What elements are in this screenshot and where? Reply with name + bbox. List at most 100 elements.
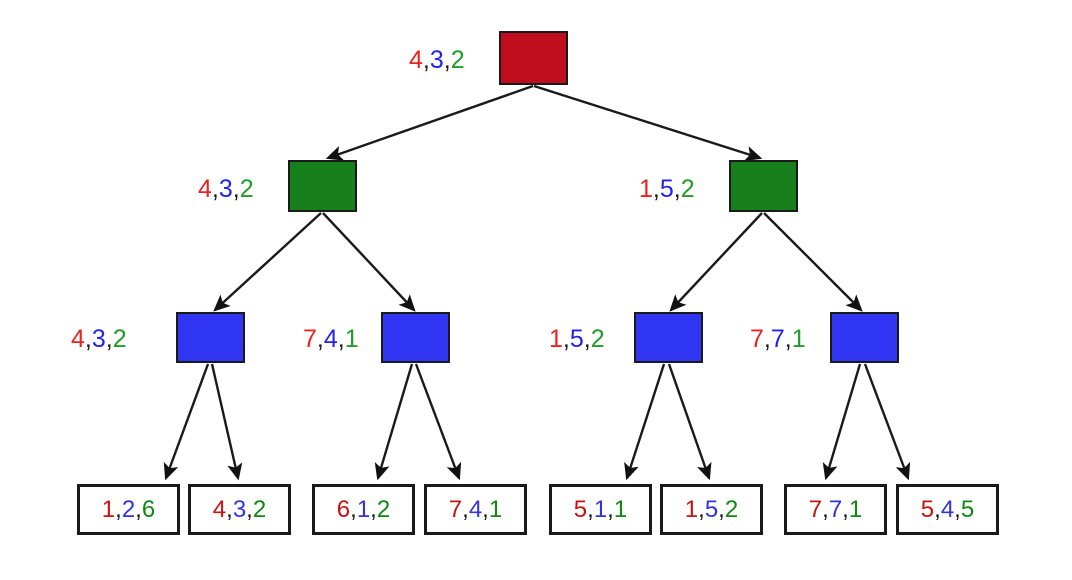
tree-node-root[interactable] <box>499 31 568 85</box>
label-separator: , <box>607 495 614 523</box>
label-component-blue: 4 <box>468 495 483 523</box>
label-separator: , <box>115 495 122 523</box>
tree-node-b-2[interactable] <box>381 312 450 363</box>
edge-g-r-to-b-3 <box>669 212 763 312</box>
label-separator: , <box>226 495 233 523</box>
label-component-red: 7 <box>448 495 463 523</box>
leaf-label-leaf-3: 6,1,2 <box>336 495 390 523</box>
leaf-label-leaf-6: 1,5,2 <box>684 495 739 523</box>
node-label-b-2: 7,4,1 <box>303 327 359 352</box>
label-component-blue: 7 <box>828 495 843 523</box>
edge-b-2-to-leaf-4 <box>414 363 462 481</box>
tree-node-b-4[interactable] <box>830 312 899 363</box>
leaf-node-leaf-5[interactable]: 5,1,1 <box>549 484 652 535</box>
label-component-blue: 5 <box>659 175 674 203</box>
node-label-b-3: 1,5,2 <box>549 327 605 352</box>
label-component-blue: 1 <box>356 495 371 523</box>
label-separator: , <box>337 325 345 353</box>
tree-node-b-3[interactable] <box>634 312 703 363</box>
leaf-node-leaf-8[interactable]: 5,4,5 <box>896 484 999 535</box>
edge-root-to-g-r <box>533 84 763 161</box>
label-separator: , <box>822 495 829 523</box>
leaf-label-leaf-4: 7,4,1 <box>448 495 503 523</box>
label-separator: , <box>698 495 705 523</box>
label-component-red: 7 <box>750 325 764 353</box>
label-separator: , <box>652 175 660 203</box>
label-separator: , <box>232 175 240 203</box>
tree-node-g-l[interactable] <box>288 160 357 212</box>
leaf-node-leaf-1[interactable]: 1,2,6 <box>77 484 180 535</box>
label-separator: , <box>482 495 489 523</box>
label-separator: , <box>462 495 469 523</box>
label-component-blue: 3 <box>218 175 233 203</box>
label-separator: , <box>954 495 961 523</box>
tree-node-b-1[interactable] <box>176 312 245 363</box>
label-component-blue: 3 <box>91 325 106 353</box>
edge-root-to-g-l <box>325 84 534 161</box>
label-component-green: 1 <box>613 495 628 523</box>
label-separator: , <box>135 495 142 523</box>
label-component-red: 4 <box>212 495 227 523</box>
label-component-red: 4 <box>409 46 423 74</box>
label-component-blue: 4 <box>323 325 338 353</box>
leaf-node-leaf-2[interactable]: 4,3,2 <box>188 484 291 535</box>
label-component-green: 2 <box>252 495 267 523</box>
edge-g-l-to-b-2 <box>322 212 416 312</box>
label-separator: , <box>842 495 849 523</box>
label-component-red: 4 <box>198 175 212 203</box>
label-separator: , <box>587 495 594 523</box>
label-component-blue: 7 <box>770 325 785 353</box>
label-separator: , <box>246 495 253 523</box>
leaf-label-leaf-5: 5,1,1 <box>573 495 628 523</box>
label-component-green: 2 <box>450 46 465 74</box>
label-component-blue: 3 <box>429 46 444 74</box>
label-component-green: 6 <box>141 495 156 523</box>
leaf-node-leaf-3[interactable]: 6,1,2 <box>312 484 415 535</box>
label-component-blue: 4 <box>940 495 955 523</box>
label-component-green: 1 <box>791 325 806 353</box>
label-separator: , <box>562 325 570 353</box>
edge-b-4-to-leaf-8 <box>863 363 911 481</box>
leaf-node-leaf-7[interactable]: 7,7,1 <box>784 484 887 535</box>
label-component-red: 1 <box>101 495 116 523</box>
label-separator: , <box>763 325 771 353</box>
node-label-b-4: 7,7,1 <box>750 327 806 352</box>
node-label-g-r: 1,5,2 <box>639 177 695 202</box>
label-component-red: 7 <box>808 495 823 523</box>
label-separator: , <box>422 46 430 74</box>
label-separator: , <box>934 495 941 523</box>
edge-b-4-to-leaf-7 <box>822 363 862 481</box>
label-component-red: 1 <box>549 325 563 353</box>
label-component-red: 5 <box>573 495 588 523</box>
leaf-node-leaf-6[interactable]: 1,5,2 <box>660 484 763 535</box>
label-component-red: 4 <box>71 325 85 353</box>
node-label-root: 4,3,2 <box>409 48 465 73</box>
label-component-blue: 5 <box>704 495 719 523</box>
label-component-green: 2 <box>239 175 254 203</box>
leaf-label-leaf-8: 5,4,5 <box>921 495 975 523</box>
label-component-green: 2 <box>680 175 695 203</box>
edge-b-2-to-leaf-3 <box>374 363 414 481</box>
leaf-node-leaf-4[interactable]: 7,4,1 <box>424 484 527 535</box>
edge-b-3-to-leaf-5 <box>624 363 666 481</box>
label-component-red: 6 <box>336 495 351 523</box>
label-component-blue: 1 <box>593 495 608 523</box>
label-component-green: 2 <box>112 325 127 353</box>
label-separator: , <box>350 495 357 523</box>
label-separator: , <box>784 325 792 353</box>
node-label-g-l: 4,3,2 <box>198 177 254 202</box>
edge-b-1-to-leaf-2 <box>210 363 243 481</box>
label-separator: , <box>370 495 377 523</box>
label-component-red: 1 <box>684 495 699 523</box>
label-separator: , <box>84 325 92 353</box>
tree-node-g-r[interactable] <box>729 160 798 212</box>
label-component-green: 2 <box>724 495 739 523</box>
label-separator: , <box>718 495 725 523</box>
label-component-green: 1 <box>848 495 863 523</box>
leaf-label-leaf-2: 4,3,2 <box>212 495 267 523</box>
label-component-green: 1 <box>488 495 503 523</box>
label-component-green: 5 <box>960 495 975 523</box>
leaf-label-leaf-7: 7,7,1 <box>808 495 863 523</box>
label-component-red: 1 <box>639 175 653 203</box>
leaf-label-leaf-1: 1,2,6 <box>101 495 156 523</box>
